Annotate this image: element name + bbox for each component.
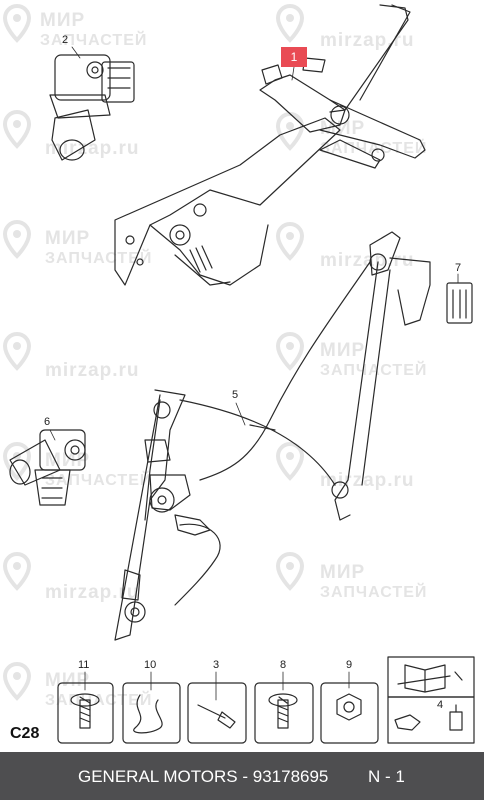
watermark-brand: ЗАПЧАСТЕЙ xyxy=(45,692,153,709)
window-motor-alt-part xyxy=(9,429,86,506)
watermark-brand: МИР xyxy=(40,10,86,31)
watermark-pin-icon xyxy=(275,4,305,43)
part-callout: 2 xyxy=(62,34,69,46)
screw-icon xyxy=(70,693,100,729)
hardware-label: 11 xyxy=(78,659,90,671)
bolt-icon xyxy=(268,693,298,729)
wrench-icon xyxy=(397,671,463,685)
watermark-brand: МИР xyxy=(320,562,366,583)
footer-part-number: GENERAL MOTORS - 93178695 xyxy=(78,767,329,786)
watermark-pin-icon xyxy=(275,332,305,371)
section-code: C28 xyxy=(10,725,40,742)
watermark-brand: ЗАПЧАСТЕЙ xyxy=(45,472,153,489)
leader-line xyxy=(291,66,295,81)
leader-line xyxy=(235,402,246,426)
hardware-label: 10 xyxy=(144,659,157,671)
watermark-pin-icon xyxy=(2,332,32,371)
spring-clip-icon xyxy=(133,694,163,734)
watermark-site: mirzap.ru xyxy=(320,470,415,491)
watermark-pin-icon xyxy=(275,442,305,481)
hardware-row xyxy=(57,671,379,744)
watermark-site: mirzap.ru xyxy=(45,582,140,603)
rivet-icon xyxy=(197,704,236,729)
watermark-brand: МИР xyxy=(45,228,91,249)
watermark-pin-icon xyxy=(2,552,32,591)
window-motor-part xyxy=(49,54,135,161)
part-callout: 5 xyxy=(232,389,239,401)
footer-bar: GENERAL MOTORS - 93178695 N - 1 xyxy=(0,752,484,800)
watermark-brand: ЗАПЧАСТЕЙ xyxy=(320,584,428,601)
part-callout-highlighted: 1 xyxy=(281,47,307,67)
watermark-pin-icon xyxy=(275,552,305,591)
watermark-pin-icon xyxy=(275,222,305,261)
part-callout: 7 xyxy=(455,262,462,274)
part-callout: 6 xyxy=(44,416,51,428)
hardware-label: 3 xyxy=(213,659,220,671)
instruction-box xyxy=(387,656,475,744)
hardware-label: 8 xyxy=(280,659,287,671)
hardware-label: 9 xyxy=(346,659,353,671)
leader-line xyxy=(49,429,56,441)
watermark-pin-icon xyxy=(2,4,32,43)
window-regulator-lower-part xyxy=(114,231,431,641)
nut-icon xyxy=(336,693,362,721)
watermark-brand: МИР xyxy=(45,450,91,471)
footer-quantity: N - 1 xyxy=(368,767,405,786)
watermark-site: mirzap.ru xyxy=(45,360,140,381)
window-regulator-upper-part xyxy=(114,4,426,286)
watermark-pin-icon xyxy=(275,112,305,151)
watermark-brand: ЗАПЧАСТЕЙ xyxy=(45,250,153,267)
clip-part xyxy=(446,282,473,324)
watermark-brand: ЗАПЧАСТЕЙ xyxy=(320,362,428,379)
watermark-pin-icon xyxy=(2,110,32,149)
hardware-label: 4 xyxy=(437,699,444,711)
watermark-site: mirzap.ru xyxy=(45,138,140,159)
watermark-brand: МИР xyxy=(45,670,91,691)
watermark-brand: МИР xyxy=(320,340,366,361)
leader-line xyxy=(71,46,81,59)
watermark-pin-icon xyxy=(2,220,32,259)
parts-drawing xyxy=(9,4,475,744)
watermark-brand: ЗАПЧАСТЕЙ xyxy=(40,32,148,49)
watermark-pin-icon xyxy=(2,662,32,701)
